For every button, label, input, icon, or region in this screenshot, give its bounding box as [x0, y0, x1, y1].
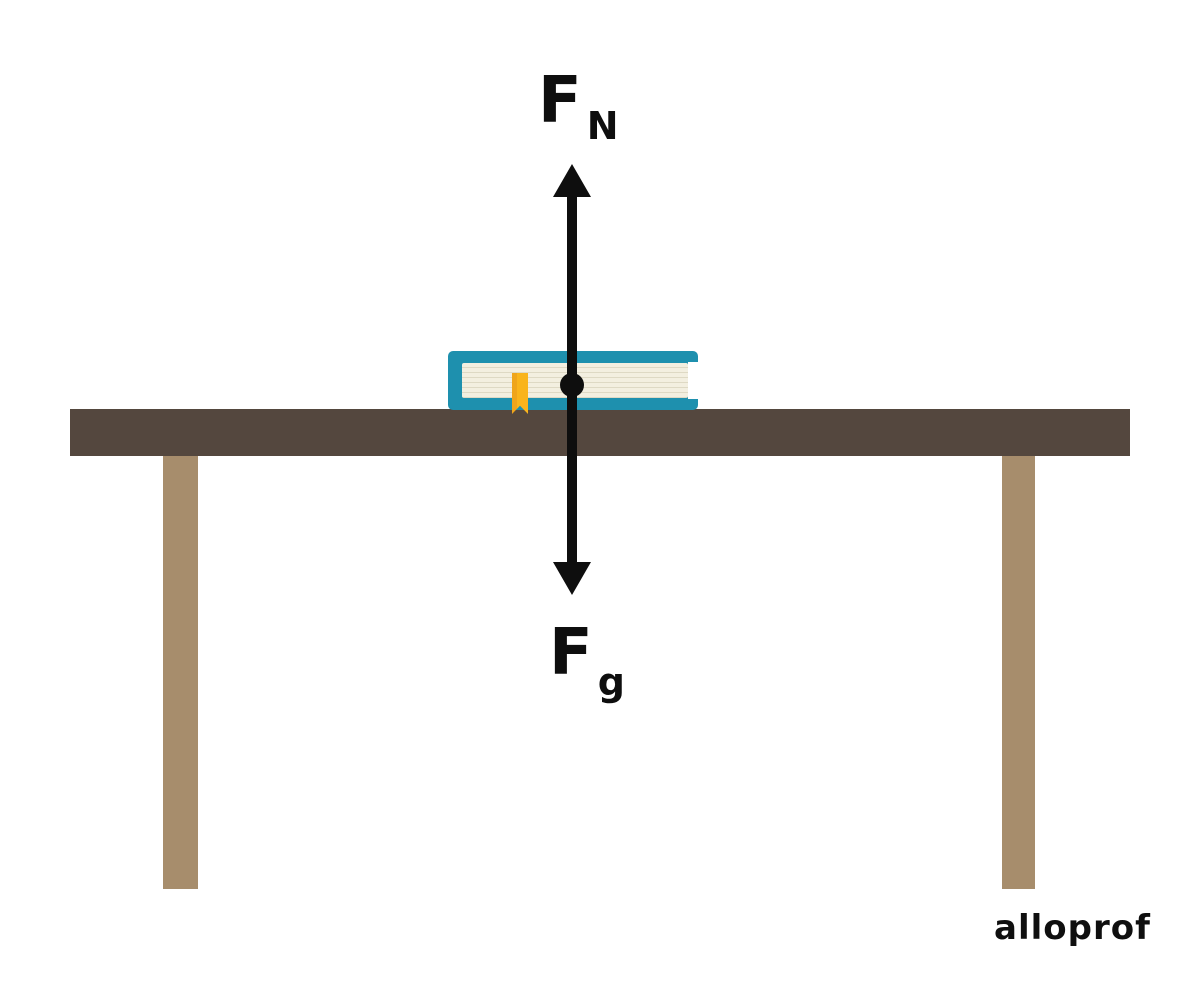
bookmark-ribbon-icon — [512, 373, 528, 414]
book-pages-notch — [688, 362, 699, 399]
normal-force-symbol: F — [538, 64, 582, 138]
normal-force-subscript: N — [586, 104, 619, 148]
normal-force-label: F N — [538, 69, 619, 145]
gravity-force-label: F g — [549, 621, 625, 701]
table-leg-left — [163, 456, 198, 889]
table-top — [70, 409, 1130, 456]
gravity-force-subscript: g — [597, 660, 625, 704]
table-leg-right — [1002, 456, 1035, 889]
alloprof-logo: alloprof — [994, 908, 1151, 948]
up-arrowhead-icon — [553, 164, 591, 197]
down-arrowhead-icon — [553, 562, 591, 595]
gravity-force-symbol: F — [549, 616, 593, 690]
center-of-mass-dot — [560, 373, 584, 397]
